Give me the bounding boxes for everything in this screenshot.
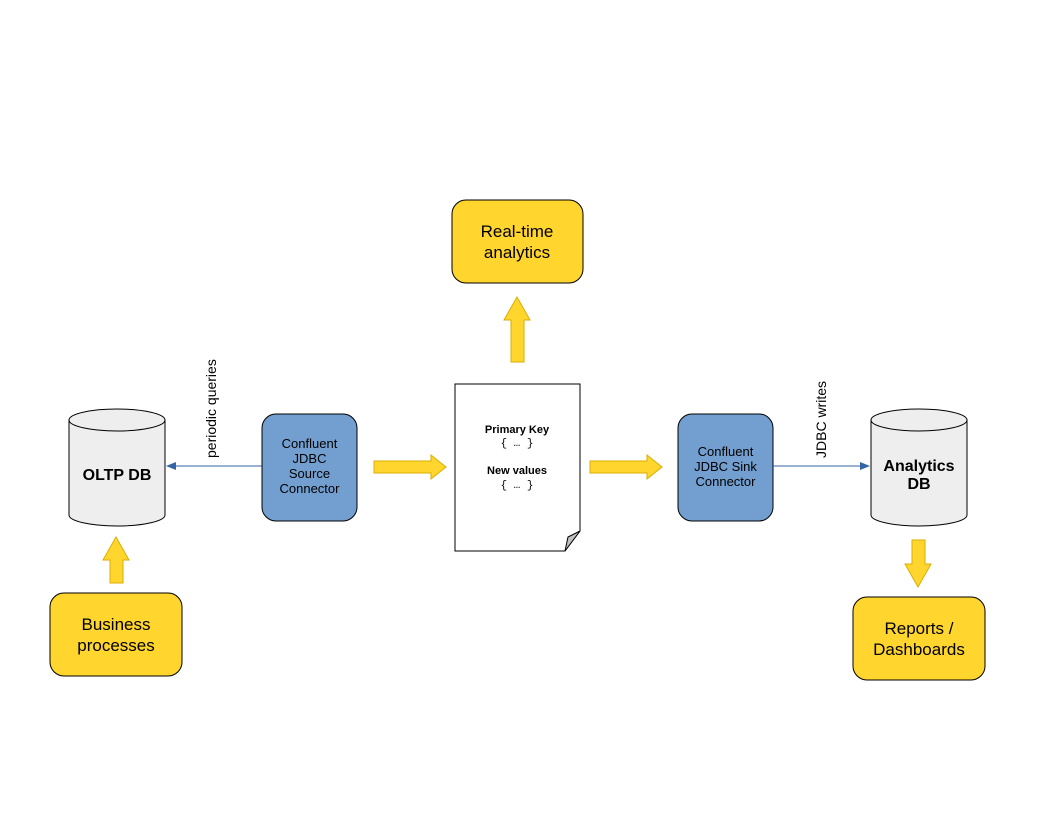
realtime-analytics-node: Real-time analytics xyxy=(451,199,584,284)
arrow-right-to-sink xyxy=(589,453,663,481)
document-key-label: Primary Key xyxy=(485,424,550,436)
periodic-queries-label: periodic queries xyxy=(203,359,219,458)
source-connector-label-line2: JDBC xyxy=(293,451,327,466)
oltp-db-label: OLTP DB xyxy=(83,467,152,484)
jdbc-sink-connector-node: Confluent JDBC Sink Connector xyxy=(677,413,774,522)
jdbc-source-connector-node: Confluent JDBC Source Connector xyxy=(261,413,358,522)
realtime-analytics-label-line2: analytics xyxy=(484,243,550,262)
realtime-analytics-label-line1: Real-time xyxy=(481,222,554,241)
document-values-label: New values xyxy=(487,465,547,477)
reports-dashboards-label-line1: Reports / xyxy=(885,619,954,638)
sink-connector-label-line1: Confluent xyxy=(698,444,754,459)
business-processes-label-line2: processes xyxy=(77,636,154,655)
sink-connector-label-line3: Connector xyxy=(696,474,757,489)
source-connector-label-line4: Connector xyxy=(280,481,341,496)
source-connector-label-line1: Confluent xyxy=(282,436,338,451)
reports-dashboards-label-line2: Dashboards xyxy=(873,640,965,659)
business-processes-node: Business processes xyxy=(49,592,183,677)
oltp-db-node: OLTP DB xyxy=(68,408,166,527)
arrow-up-to-realtime xyxy=(503,295,531,363)
arrow-up-to-oltp xyxy=(102,535,130,584)
jdbc-writes-label: JDBC writes xyxy=(813,381,829,458)
reports-dashboards-node: Reports / Dashboards xyxy=(852,596,986,681)
arrow-down-to-reports xyxy=(904,539,932,589)
analytics-db-label-line1: Analytics xyxy=(883,458,954,475)
document-key-value: { … } xyxy=(500,438,533,450)
analytics-db-label-line2: DB xyxy=(907,476,930,493)
sink-connector-label-line2: JDBC Sink xyxy=(694,459,757,474)
source-connector-label-line3: Source xyxy=(289,466,330,481)
message-document-node: Primary Key { … } New values { … } xyxy=(454,383,581,552)
arrow-right-to-document xyxy=(373,453,447,481)
business-processes-label-line1: Business xyxy=(82,615,151,634)
analytics-db-node: Analytics DB xyxy=(870,408,968,527)
document-values-value: { … } xyxy=(500,480,533,492)
